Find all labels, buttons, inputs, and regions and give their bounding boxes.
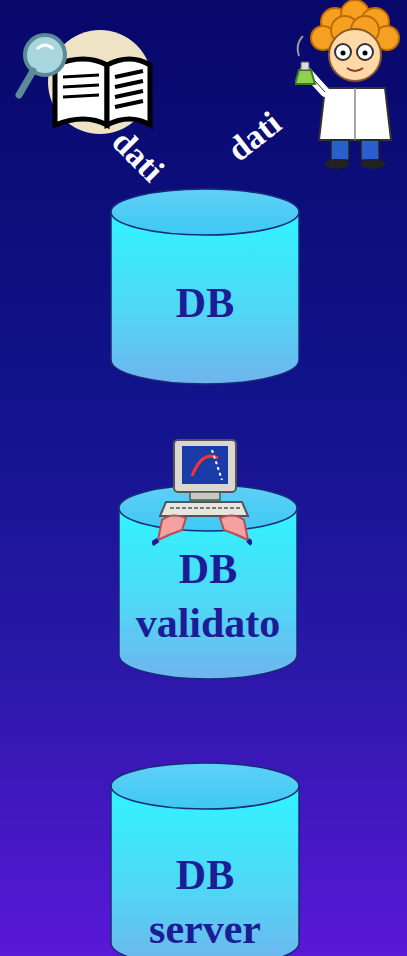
scientist-icon (295, 0, 405, 170)
cylinder-top (111, 763, 299, 809)
cylinder-top (111, 189, 299, 235)
database-cylinder: DB server (110, 762, 300, 956)
scientist-illustration (295, 0, 399, 169)
database-cylinder: DB (110, 188, 300, 385)
book-icon (15, 25, 165, 145)
database-label: DB server (115, 848, 295, 956)
computer-illustration (152, 440, 252, 544)
book-illustration (19, 30, 152, 134)
cylinder-body (111, 786, 299, 956)
cylinder-top (119, 485, 297, 531)
data-label: dati (221, 105, 288, 168)
database-label: DB (115, 276, 295, 330)
database-label: DB validato (118, 542, 298, 650)
cylinder-body (111, 212, 299, 384)
computer-icon (152, 436, 252, 546)
data-label: dati (105, 123, 171, 189)
cylinder-body (119, 508, 297, 679)
